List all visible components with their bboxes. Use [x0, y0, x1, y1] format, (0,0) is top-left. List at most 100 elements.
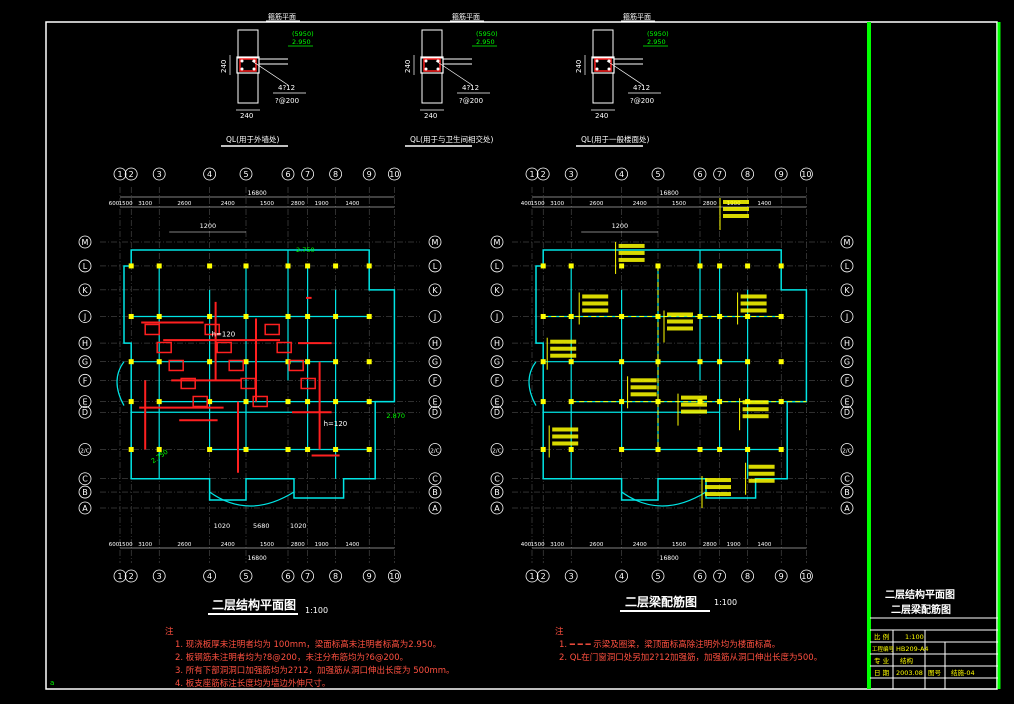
axis-col-bubble — [281, 569, 295, 583]
axis-row-bubble — [490, 310, 504, 323]
beam-label-text-block — [552, 441, 579, 446]
bay-window-arc — [621, 491, 707, 507]
structural-column — [745, 446, 751, 452]
axis-row-label: F — [83, 376, 88, 385]
axis-row-label: C — [844, 475, 850, 484]
axis-row-bubble — [78, 259, 92, 273]
callout-1200: 1200 — [200, 222, 217, 230]
axis-col-label: 8 — [333, 170, 338, 179]
section-level-b: 2.950 — [647, 38, 666, 46]
axis-col-bubble — [152, 167, 166, 181]
structural-column — [655, 359, 661, 365]
rebar-hook-box — [252, 395, 268, 408]
beam-label-text-block — [618, 243, 645, 248]
structural-column — [128, 263, 134, 269]
axis-row-bubble — [428, 373, 442, 387]
axis-row-bubble — [490, 501, 504, 515]
beam-label-text-block — [630, 385, 657, 390]
axis-col-label: 10 — [801, 572, 811, 581]
axis-row-label: L — [83, 262, 88, 271]
structural-column — [207, 263, 213, 269]
axis-col-bubble — [564, 167, 578, 181]
axis-row-bubble — [428, 259, 442, 273]
bottom-dim-c: 1020 — [290, 522, 307, 530]
section-ql-outline — [236, 56, 260, 74]
structural-column — [156, 313, 162, 319]
dim-bottom-segment: 1400 — [345, 542, 359, 548]
section-label: QL(用于与卫生间相交处) — [410, 134, 494, 144]
dim-bottom-segment: 1500 — [531, 542, 545, 548]
bottom-dim-a: 1020 — [214, 522, 231, 530]
axis-row-label: K — [432, 286, 438, 295]
section-dim-h: 240 — [575, 60, 583, 73]
section-dim-w: 240 — [240, 112, 253, 120]
dim-top-segment: 600 — [109, 201, 120, 207]
dim-total: 16800 — [660, 190, 679, 197]
axis-col-bubble — [387, 167, 401, 181]
axis-col-label: 9 — [779, 170, 784, 179]
dim-bottom-segment: 3100 — [138, 542, 152, 548]
rebar-hook-box — [192, 395, 208, 408]
axis-col-bubble — [124, 569, 138, 583]
structural-column — [243, 359, 249, 365]
axis-row-label: B — [82, 488, 88, 497]
structural-column — [333, 359, 339, 365]
axis-col-bubble — [693, 569, 707, 583]
axis-col-bubble — [651, 569, 665, 583]
section-wall-lower — [237, 72, 259, 104]
axis-row-bubble — [840, 355, 854, 369]
dim-bottom-segment: 400 — [521, 542, 532, 548]
dim-bottom-segment: 1500 — [119, 542, 133, 548]
beam-label-text-block — [681, 402, 707, 407]
axis-col-bubble — [124, 167, 138, 181]
dim-bottom-segment: 2400 — [221, 542, 235, 548]
structural-column — [285, 359, 291, 365]
axis-col-bubble — [741, 167, 754, 181]
axis-row-bubble — [490, 472, 504, 486]
axis-row-label: C — [432, 475, 438, 484]
axis-col-bubble — [774, 167, 788, 181]
axis-row-bubble — [428, 395, 442, 409]
dim-bottom-segment: 2600 — [177, 542, 191, 548]
callout-level-a: 2.750 — [296, 246, 315, 254]
section-level-a: (5950) — [647, 30, 669, 38]
axis-row-label: J — [495, 312, 498, 321]
beam-label-text-block — [742, 414, 769, 419]
section-rebar-dot — [252, 67, 256, 71]
beam-label-text-block — [723, 214, 749, 218]
axis-col-label: 5 — [243, 170, 248, 179]
beam-label-text-block — [723, 200, 749, 204]
structural-column — [366, 399, 372, 405]
structural-column — [128, 359, 134, 365]
beam-label-text-block — [723, 207, 749, 211]
axis-row-bubble — [78, 443, 92, 456]
structural-column — [128, 313, 134, 319]
structural-column — [366, 263, 372, 269]
beam-label-text-block — [742, 407, 769, 412]
axis-col-label: 3 — [157, 170, 162, 179]
axis-row-bubble — [78, 501, 92, 515]
section-level-a: (5950) — [476, 30, 498, 38]
beam-label-text-block — [550, 339, 577, 344]
beam-label-text-block — [550, 353, 577, 358]
section-rebar-dot — [240, 59, 244, 63]
notes-left-line-3: 3. 所有下部洞洞口加强筋均为2?12，加强筋从洞口伸出长度为 500mm。 — [175, 666, 455, 676]
title-block-scale-value: 1:100 — [905, 633, 924, 641]
section-wall-lower — [592, 72, 614, 104]
axis-col-label: 9 — [779, 572, 784, 581]
rebar-hook-box — [228, 359, 244, 372]
axis-row-label: J — [845, 312, 848, 321]
section-wall-upper — [421, 29, 443, 59]
dim-top-segment: 1900 — [315, 201, 329, 207]
ql-section-details: 箍筋平面(5950)2.9504?12?@200240240QL(用于外墙处)箍… — [220, 12, 669, 147]
axis-row-bubble — [490, 443, 504, 456]
dim-top-segment: 2800 — [291, 201, 305, 207]
axis-col-bubble — [113, 167, 127, 181]
axis-row-label: G — [82, 358, 88, 367]
structural-column — [619, 263, 625, 269]
axis-row-label: B — [494, 488, 500, 497]
axis-row-bubble — [840, 259, 854, 273]
axis-col-label: 8 — [745, 572, 750, 581]
axis-col-bubble — [713, 569, 726, 583]
structural-column — [128, 446, 134, 452]
